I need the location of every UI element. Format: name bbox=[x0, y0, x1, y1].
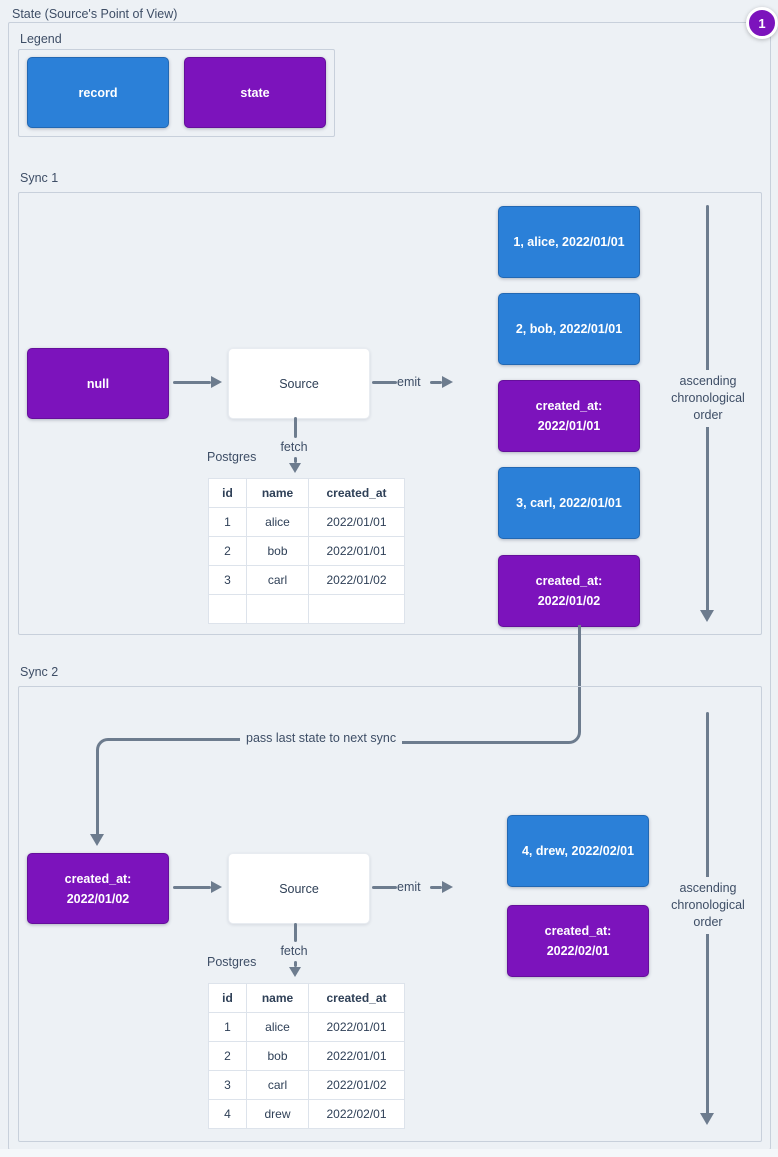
sync1-emit-line bbox=[372, 381, 397, 384]
cell-name: alice bbox=[246, 507, 309, 537]
legend-box bbox=[18, 49, 335, 137]
cell-id: 4 bbox=[208, 1099, 247, 1129]
legend-record-box: record bbox=[27, 57, 169, 128]
cell-created-at: 2022/01/02 bbox=[308, 565, 405, 595]
page-bottom-strip bbox=[0, 1149, 778, 1157]
pass-state-arrowhead-icon bbox=[90, 834, 104, 846]
cell-created-at bbox=[308, 594, 405, 624]
sync1-emitted-state-2: created_at: 2022/01/02 bbox=[498, 555, 640, 627]
sync2-emit-arrowhead-icon bbox=[442, 881, 453, 893]
pass-state-path-right bbox=[318, 625, 581, 744]
step-badge: 1 bbox=[746, 7, 778, 39]
sync1-box bbox=[18, 192, 762, 635]
sync1-title: Sync 1 bbox=[20, 171, 59, 185]
pass-state-label: pass last state to next sync bbox=[240, 731, 403, 745]
cell-created-at: 2022/01/01 bbox=[308, 507, 405, 537]
sync1-input-state-box: null bbox=[27, 348, 169, 419]
cell-name: bob bbox=[246, 536, 309, 566]
sync2-fetch-label: fetch bbox=[280, 944, 308, 958]
column-header: id bbox=[208, 983, 247, 1013]
sync2-emit-label: emit bbox=[397, 880, 421, 894]
sync1-fetch-label: fetch bbox=[280, 440, 308, 454]
pass-state-path-left bbox=[96, 738, 321, 839]
cell-name: alice bbox=[246, 1012, 309, 1042]
cell-id bbox=[208, 594, 247, 624]
table-row: 3 carl 2022/01/02 bbox=[208, 1070, 405, 1100]
sync1-emit-arrowhead-icon bbox=[442, 376, 453, 388]
sync1-emit-label: emit bbox=[397, 375, 421, 389]
table-row: 2 bob 2022/01/01 bbox=[208, 536, 405, 566]
cell-id: 3 bbox=[208, 1070, 247, 1100]
sync1-emit-line2 bbox=[430, 381, 442, 384]
sync1-emitted-record-3: 3, carl, 2022/01/01 bbox=[498, 467, 640, 539]
legend-title: Legend bbox=[20, 32, 62, 46]
sync2-source-box: Source bbox=[228, 853, 370, 924]
sync1-fetch-line bbox=[294, 417, 297, 438]
cell-id: 2 bbox=[208, 536, 247, 566]
cell-created-at: 2022/01/01 bbox=[308, 1012, 405, 1042]
sync2-emitted-record-1: 4, drew, 2022/02/01 bbox=[507, 815, 649, 887]
sync2-emitted-state-1: created_at: 2022/02/01 bbox=[507, 905, 649, 977]
table-row: 2 bob 2022/01/01 bbox=[208, 1041, 405, 1071]
sync1-postgres-table: id name created_at 1 alice 2022/01/01 2 … bbox=[208, 478, 405, 624]
sync2-input-state-box: created_at: 2022/01/02 bbox=[27, 853, 169, 924]
sync1-fetch-arrowhead-icon bbox=[289, 463, 301, 473]
table-row-empty bbox=[208, 594, 405, 624]
cell-name: carl bbox=[246, 1070, 309, 1100]
sync2-postgres-table: id name created_at 1 alice 2022/01/01 2 … bbox=[208, 983, 405, 1129]
table-row: 4 drew 2022/02/01 bbox=[208, 1099, 405, 1129]
cell-id: 2 bbox=[208, 1041, 247, 1071]
table-row: 1 alice 2022/01/01 bbox=[208, 507, 405, 537]
sync2-fetch-line2 bbox=[294, 961, 297, 967]
column-header: id bbox=[208, 478, 247, 508]
sync2-emit-line2 bbox=[430, 886, 442, 889]
sync2-emit-line bbox=[372, 886, 397, 889]
table-row: 1 alice 2022/01/01 bbox=[208, 1012, 405, 1042]
column-header: created_at bbox=[308, 983, 405, 1013]
cell-name bbox=[246, 594, 309, 624]
table-row: 3 carl 2022/01/02 bbox=[208, 565, 405, 595]
sync1-state-to-source-line bbox=[173, 381, 211, 384]
page-title: State (Source's Point of View) bbox=[12, 7, 178, 21]
sync1-state-to-source-arrowhead-icon bbox=[211, 376, 222, 388]
sync2-fetch-arrowhead-icon bbox=[289, 967, 301, 977]
sync1-emitted-record-2: 2, bob, 2022/01/01 bbox=[498, 293, 640, 365]
cell-id: 1 bbox=[208, 1012, 247, 1042]
cell-id: 3 bbox=[208, 565, 247, 595]
cell-name: bob bbox=[246, 1041, 309, 1071]
cell-created-at: 2022/01/02 bbox=[308, 1070, 405, 1100]
sync2-fetch-line bbox=[294, 923, 297, 942]
sync2-box bbox=[18, 686, 762, 1142]
column-header: created_at bbox=[308, 478, 405, 508]
sync2-title: Sync 2 bbox=[20, 665, 59, 679]
sync1-order-arrowhead-icon bbox=[700, 610, 714, 622]
sync1-emitted-record-1: 1, alice, 2022/01/01 bbox=[498, 206, 640, 278]
sync1-source-box: Source bbox=[228, 348, 370, 419]
legend-state-box: state bbox=[184, 57, 326, 128]
sync1-order-label: ascending chronological order bbox=[662, 370, 754, 427]
cell-created-at: 2022/01/01 bbox=[308, 536, 405, 566]
sync2-state-to-source-arrowhead-icon bbox=[211, 881, 222, 893]
sync1-emitted-state-1: created_at: 2022/01/01 bbox=[498, 380, 640, 452]
sync1-postgres-label: Postgres bbox=[207, 450, 257, 464]
sync2-order-label: ascending chronological order bbox=[662, 877, 754, 934]
cell-id: 1 bbox=[208, 507, 247, 537]
cell-created-at: 2022/01/01 bbox=[308, 1041, 405, 1071]
sync2-postgres-label: Postgres bbox=[207, 955, 257, 969]
column-header: name bbox=[246, 478, 309, 508]
sync2-order-arrowhead-icon bbox=[700, 1113, 714, 1125]
sync2-state-to-source-line bbox=[173, 886, 211, 889]
cell-created-at: 2022/02/01 bbox=[308, 1099, 405, 1129]
cell-name: drew bbox=[246, 1099, 309, 1129]
cell-name: carl bbox=[246, 565, 309, 595]
column-header: name bbox=[246, 983, 309, 1013]
sync1-fetch-line2 bbox=[294, 457, 297, 463]
